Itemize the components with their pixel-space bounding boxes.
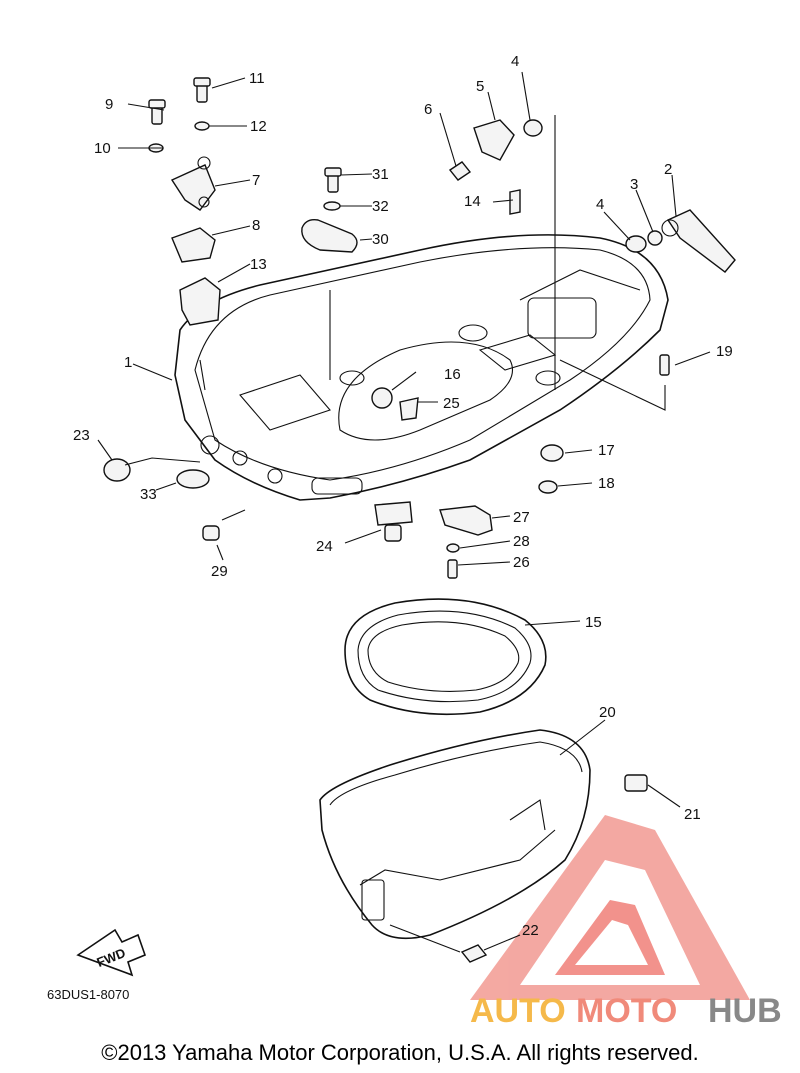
callout-16: 16: [444, 366, 461, 383]
callout-33: 33: [140, 486, 157, 503]
callout-4b: 4: [596, 196, 604, 213]
callout-30: 30: [372, 231, 389, 248]
diagram-code: 63DUS1-8070: [47, 987, 129, 1002]
cowling-seal-part: [344, 598, 547, 716]
callout-labels: 1 2 3 4 4 5 6 7 8 9 10 11 12 13 14 15 16…: [73, 53, 733, 939]
callout-32: 32: [372, 198, 389, 215]
watermark-moto: MOTO: [576, 992, 677, 1030]
callout-8: 8: [252, 217, 260, 234]
callout-23: 23: [73, 427, 90, 444]
callout-11: 11: [249, 70, 265, 87]
lower-cover-tray-part: [319, 729, 591, 940]
automotohub-logo-icon: [470, 815, 750, 1000]
callout-29: 29: [211, 563, 228, 580]
leader-lines: [97, 71, 711, 953]
callout-17: 17: [598, 442, 615, 459]
callout-21: 21: [684, 806, 701, 823]
callout-1: 1: [124, 354, 132, 371]
callout-31: 31: [372, 166, 389, 183]
bracket-parts: [103, 77, 736, 963]
callout-22: 22: [522, 922, 539, 939]
callout-4a: 4: [511, 53, 519, 70]
callout-24: 24: [316, 538, 333, 555]
fwd-arrow-icon: FWD: [76, 928, 147, 977]
copyright-notice: ©2013 Yamaha Motor Corporation, U.S.A. A…: [101, 1040, 699, 1065]
callout-20: 20: [599, 704, 616, 721]
callout-28: 28: [513, 533, 530, 550]
callout-12: 12: [250, 118, 267, 135]
callout-2: 2: [664, 161, 672, 178]
callout-14: 14: [464, 193, 481, 210]
callout-25: 25: [443, 395, 460, 412]
watermark-auto: AUTO: [470, 992, 566, 1030]
callout-10: 10: [94, 140, 111, 157]
watermark-hub: HUB: [708, 992, 782, 1030]
callout-5: 5: [476, 78, 484, 95]
bottom-cowling-part: [174, 234, 669, 501]
callout-6: 6: [424, 101, 432, 118]
callout-7: 7: [252, 172, 260, 189]
callout-18: 18: [598, 475, 615, 492]
callout-27: 27: [513, 509, 530, 526]
callout-3: 3: [630, 176, 638, 193]
callout-13: 13: [250, 256, 267, 273]
callout-26: 26: [513, 554, 530, 571]
callout-9: 9: [105, 96, 113, 113]
callout-19: 19: [716, 343, 733, 360]
automotohub-watermark: AUTO MOTO HUB: [470, 992, 782, 1030]
callout-15: 15: [585, 614, 602, 631]
